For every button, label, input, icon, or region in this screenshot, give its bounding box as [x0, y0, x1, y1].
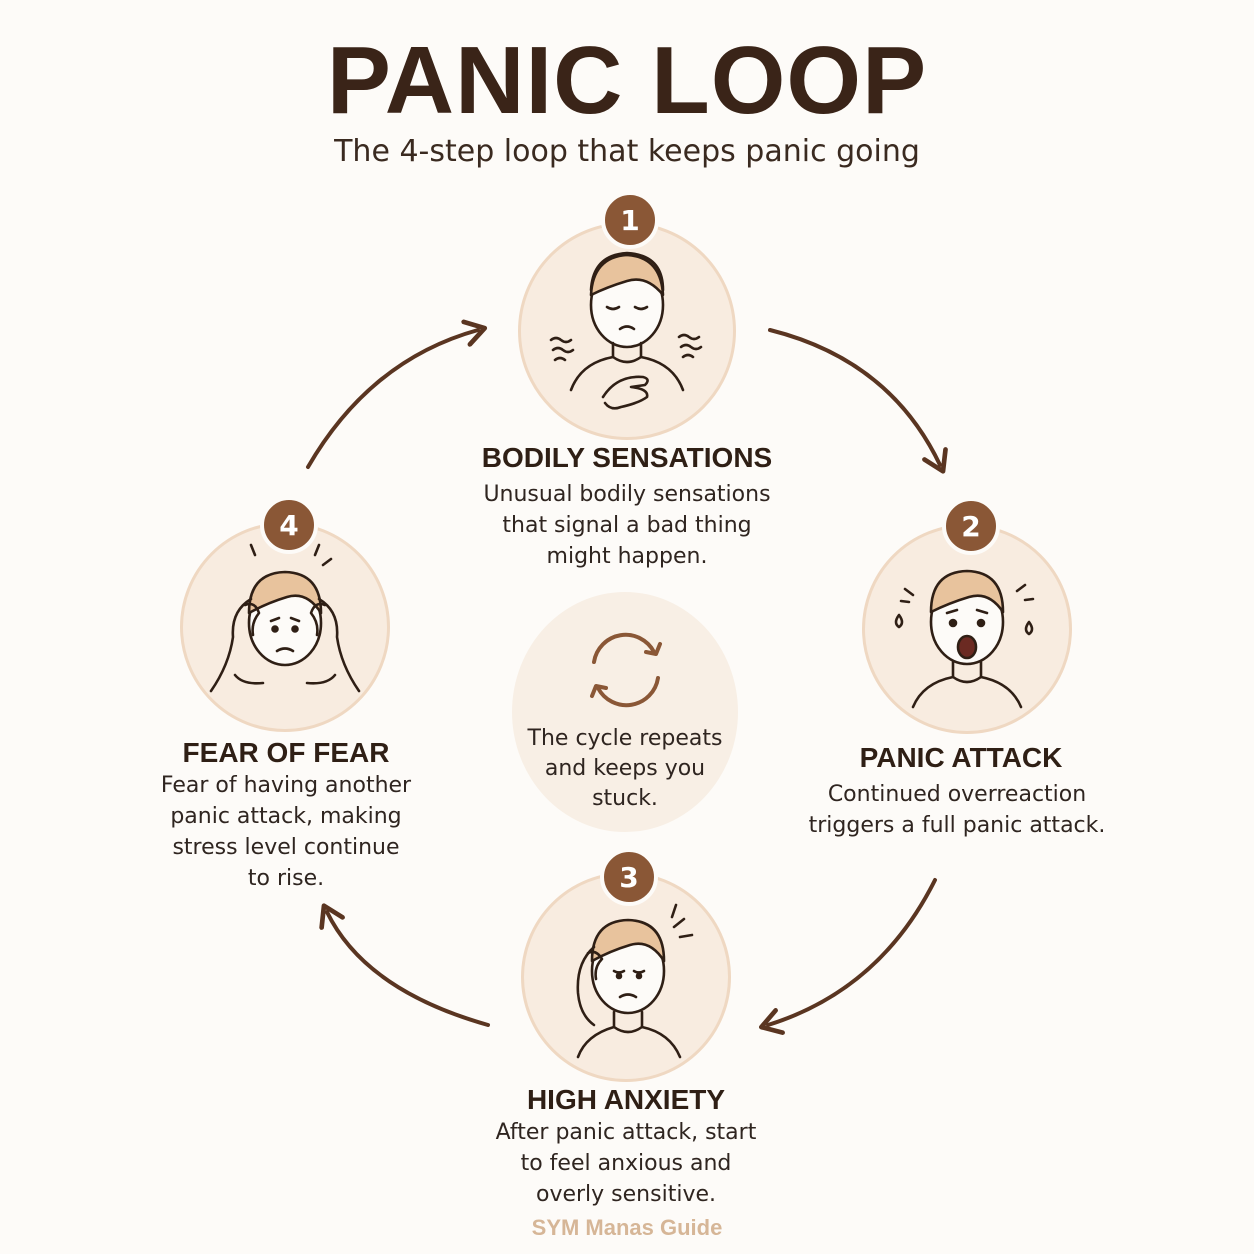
cycle-arrows-icon [590, 632, 662, 708]
step-3-title: HIGH ANXIETY [526, 1084, 726, 1115]
person-hand-on-chest-icon [549, 251, 703, 410]
step-1-title: BODILY SENSATIONS [481, 442, 773, 473]
step-4-badge: 4 [260, 496, 318, 554]
step-3-circle [521, 872, 731, 1082]
center-circle [512, 592, 738, 832]
person-hands-on-head-icon [209, 543, 361, 693]
page-title: PANIC LOOP [326, 27, 928, 134]
footer-brand: SYM Manas Guide [531, 1215, 723, 1240]
step-3-desc: After panic attack, start to feel anxiou… [495, 1120, 757, 1207]
arrow-1-to-2 [768, 328, 948, 474]
step-4-title: FEAR OF FEAR [182, 737, 390, 768]
step-4-circle [180, 522, 390, 732]
center-caption: The cycle repeats and keeps you stuck. [527, 726, 723, 811]
arrow-3-to-4 [319, 903, 490, 1027]
arrow-2-to-3 [758, 878, 937, 1035]
step-2-badge: 2 [942, 497, 1000, 555]
person-hand-on-head-icon [576, 903, 694, 1059]
step-3-badge: 3 [600, 848, 658, 906]
step-2-circle [862, 524, 1072, 734]
step-4-desc: Fear of having another panic attack, mak… [160, 773, 412, 891]
step-2-title: PANIC ATTACK [859, 742, 1063, 773]
step-1-badge: 1 [601, 191, 659, 249]
step-1-circle [518, 222, 736, 440]
person-screaming-icon [894, 569, 1035, 709]
page-subtitle: The 4-step loop that keeps panic going [334, 134, 920, 169]
step-1-desc: Unusual bodily sensations that signal a … [483, 482, 771, 569]
step-2-desc: Continued overreaction triggers a full p… [808, 782, 1106, 838]
arrow-4-to-1 [306, 319, 488, 469]
